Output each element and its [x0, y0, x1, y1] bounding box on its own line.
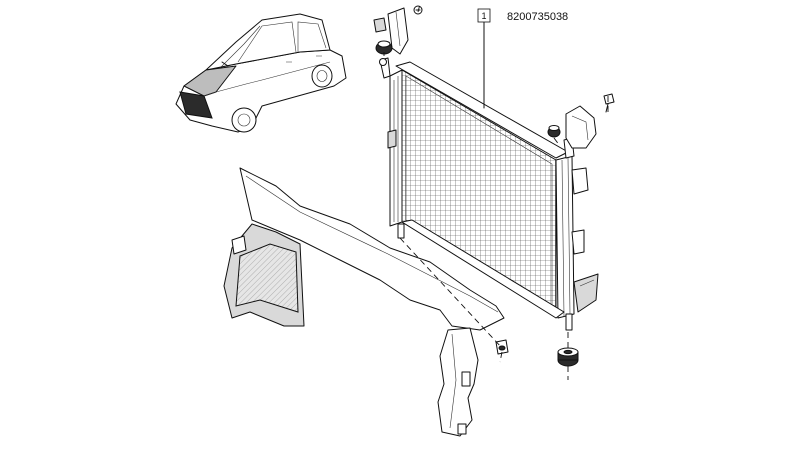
vehicle-locator-car	[175, 13, 347, 133]
lower-rubber-mount	[557, 347, 579, 367]
upper-left-mounting-bracket	[373, 5, 423, 55]
assembly-lines	[383, 3, 609, 380]
upper-right-mounting-bracket	[547, 93, 615, 149]
air-deflector-panel	[223, 167, 509, 437]
part-number-label: 8200735038	[507, 11, 568, 23]
callout-box	[477, 8, 491, 23]
radiator	[379, 57, 599, 331]
part-callout: 1 8200735038	[477, 8, 568, 109]
callout-ref-number: 1	[481, 11, 486, 21]
